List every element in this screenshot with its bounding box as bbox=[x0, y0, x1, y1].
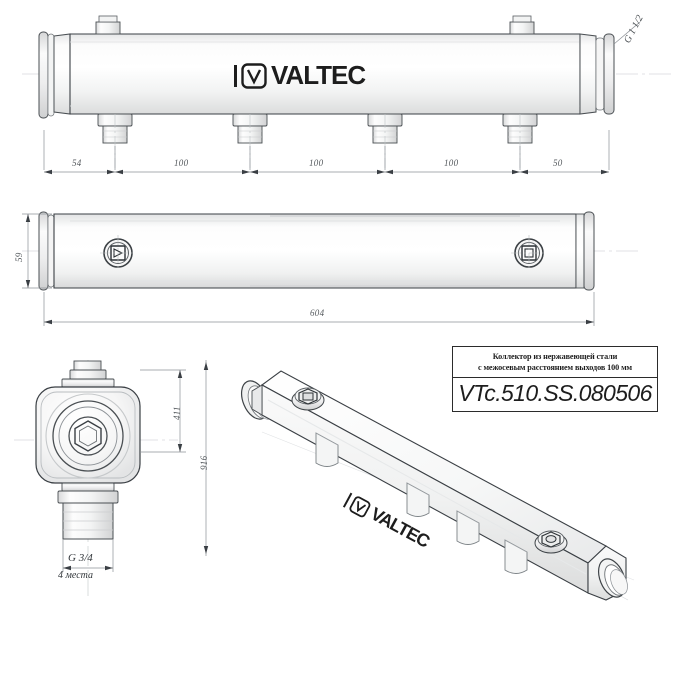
dim-label-3: 100 bbox=[309, 158, 324, 168]
iso-outlet-4 bbox=[504, 539, 528, 574]
valtec-wordmark: VALTEC bbox=[271, 60, 366, 90]
description-line-1: Коллектор из нержавеющей стали bbox=[492, 352, 618, 361]
top-view-logo: VALTEC bbox=[234, 60, 366, 91]
dim-label-2: 100 bbox=[174, 158, 189, 168]
dimension-chain bbox=[43, 130, 610, 175]
end-dim-916 bbox=[203, 360, 209, 556]
iso-body-front bbox=[261, 384, 589, 594]
end-dim-411-label: 411 bbox=[172, 406, 182, 420]
left-flange bbox=[38, 31, 71, 119]
outlet-1 bbox=[97, 113, 133, 168]
top-boss-right bbox=[509, 15, 535, 35]
end-circle-outer bbox=[45, 393, 131, 479]
top-boss-left bbox=[95, 15, 121, 35]
top-view bbox=[22, 15, 672, 168]
end-top-nipple bbox=[61, 360, 115, 388]
article-code: VTc.510.SS.080506 bbox=[458, 380, 652, 406]
title-block: Коллектор из нержавеющей стали с межосев… bbox=[452, 346, 658, 412]
iso-right-end bbox=[587, 545, 628, 601]
dim-label-5: 50 bbox=[553, 158, 563, 168]
outlet-2 bbox=[232, 113, 268, 168]
side-left-collar bbox=[38, 211, 49, 291]
description-line-2: с межосевым расстоянием выходов 100 мм bbox=[477, 363, 633, 372]
title-block-code: VTc.510.SS.080506 bbox=[453, 378, 657, 411]
title-block-description: Коллектор из нержавеющей стали с межосев… bbox=[453, 347, 657, 378]
end-circle-mid bbox=[52, 400, 124, 472]
side-length-dimension bbox=[43, 292, 595, 326]
end-circle-inner bbox=[68, 416, 108, 456]
side-length-label: 604 bbox=[310, 308, 325, 318]
side-right-collar bbox=[583, 211, 595, 291]
side-plug-left bbox=[100, 235, 136, 271]
dim-label-4: 100 bbox=[444, 158, 459, 168]
side-plug-right bbox=[511, 235, 547, 271]
iso-outlet-1 bbox=[315, 432, 339, 467]
places-note: 4 места bbox=[58, 570, 93, 581]
iso-outlet-2 bbox=[406, 482, 430, 517]
end-dim-916-label: 916 bbox=[199, 455, 209, 470]
side-height-label: 59 bbox=[14, 252, 24, 262]
logo-bar bbox=[234, 64, 237, 87]
iso-outlet-3 bbox=[456, 510, 480, 545]
end-view bbox=[14, 360, 178, 596]
iso-view-logo: VALTEC bbox=[342, 490, 433, 552]
thread-callout-g34: G 3/4 bbox=[68, 552, 93, 564]
side-height-dimension bbox=[22, 213, 52, 289]
right-end-cap bbox=[579, 33, 615, 115]
outlet-3 bbox=[367, 113, 403, 168]
hex-socket bbox=[74, 420, 102, 452]
thread-leader-line bbox=[613, 21, 641, 45]
iso-plug-right bbox=[534, 530, 568, 554]
dim-label-1: 54 bbox=[72, 158, 82, 168]
end-dim-411 bbox=[140, 369, 186, 453]
end-bottom-nipple bbox=[57, 482, 119, 540]
side-view bbox=[22, 211, 640, 291]
valtec-mark-icon bbox=[241, 62, 267, 89]
iso-plug-left bbox=[291, 387, 325, 411]
end-thread-dimension bbox=[62, 539, 114, 572]
isometric-view bbox=[240, 370, 635, 601]
valtec-mark-icon bbox=[350, 496, 371, 518]
